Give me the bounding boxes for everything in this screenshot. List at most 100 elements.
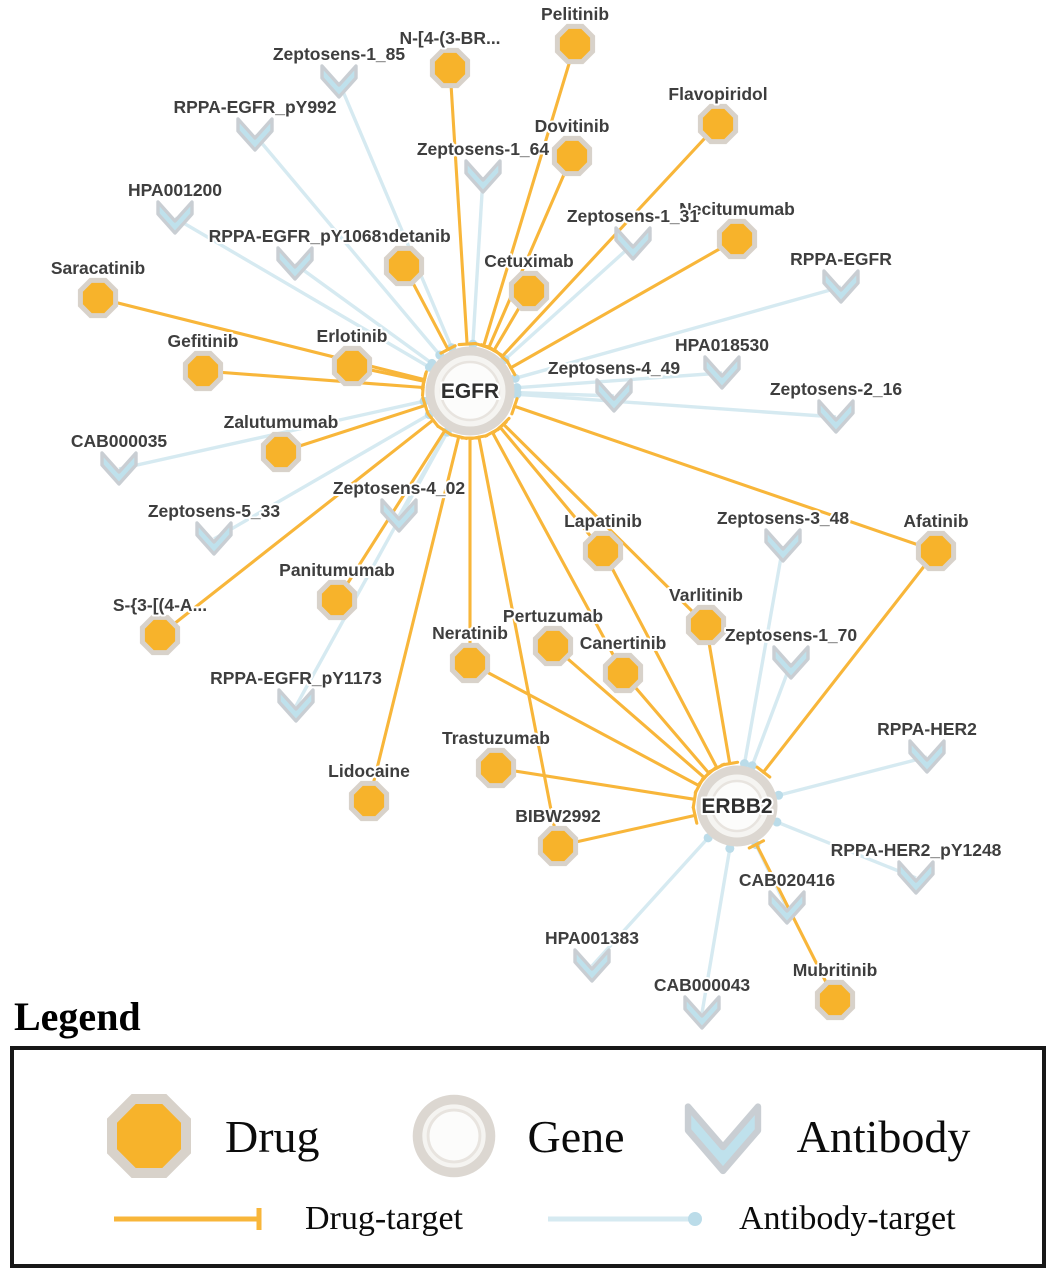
drug-node[interactable]	[554, 23, 596, 65]
antibody-node[interactable]	[897, 860, 935, 895]
antibody-node[interactable]	[277, 688, 315, 723]
drug-label: Vandetanib	[357, 226, 450, 246]
drug-node[interactable]	[814, 979, 856, 1021]
drug-label: Dovitinib	[535, 116, 610, 136]
drug-node[interactable]	[348, 780, 390, 822]
antibody-node[interactable]	[276, 246, 314, 281]
drug-target-edge	[601, 549, 719, 770]
antibody-node[interactable]	[464, 159, 502, 194]
drug-target-edge	[201, 369, 425, 390]
drug-node[interactable]	[697, 103, 739, 145]
antibody-node[interactable]	[195, 521, 233, 556]
antibody-target-edge	[253, 133, 442, 357]
drug-node[interactable]	[383, 245, 425, 287]
drug-edge-tee	[426, 412, 440, 428]
antibody-label: RPPA-HER2_pY1248	[831, 840, 1002, 860]
antibody-label: RPPA-EGFR_pY1068	[209, 226, 382, 246]
legend-antibody-label: Antibody	[796, 1110, 971, 1162]
drug-target-edge	[509, 237, 739, 370]
drug-target-edge	[500, 122, 720, 359]
drug-node[interactable]	[915, 530, 957, 572]
drug-edge-tee	[755, 765, 772, 779]
antibody-node[interactable]	[817, 399, 855, 434]
drug-target-edge	[754, 842, 837, 1002]
antibody-node[interactable]	[614, 226, 652, 261]
antibody-node[interactable]	[320, 64, 358, 99]
antibody-label: Zeptosens-1_85	[273, 44, 406, 64]
drug-node[interactable]	[508, 270, 550, 312]
drug-target-edge	[468, 661, 701, 788]
antibody-target-edge	[471, 176, 485, 345]
legend-gene-label: Gene	[527, 1110, 625, 1162]
antibody-node[interactable]	[764, 528, 802, 563]
drug-target-edge	[494, 766, 697, 801]
antibody-node[interactable]	[768, 890, 806, 925]
antibody-label: RPPA-EGFR	[790, 249, 892, 269]
antibody-node[interactable]	[100, 451, 138, 486]
antibody-node[interactable]	[595, 378, 633, 413]
drug-node[interactable]	[449, 642, 491, 684]
legend-title: Legend	[14, 994, 141, 1039]
drug-edge-tee	[439, 344, 457, 355]
drug-node[interactable]	[316, 579, 358, 621]
drug-edge-tee	[485, 344, 503, 357]
drug-target-edge	[498, 425, 605, 553]
drug-icon	[107, 1094, 191, 1178]
drug-edge-tee	[510, 397, 519, 416]
drug-target-edge	[367, 435, 461, 803]
drug-target-edge	[501, 422, 708, 627]
antibody-label: CAB000035	[71, 431, 168, 451]
antibody-label: Zeptosens-3_48	[717, 508, 850, 528]
antibody-node[interactable]	[908, 739, 946, 774]
drug-node[interactable]	[260, 431, 302, 473]
drug-target-edge	[551, 644, 707, 780]
antibody-target-edge	[516, 392, 837, 419]
drug-node[interactable]	[532, 625, 574, 667]
antibody-node[interactable]	[822, 269, 860, 304]
drug-node[interactable]	[551, 135, 593, 177]
drug-node[interactable]	[602, 652, 644, 694]
antibody-target-edge	[294, 262, 433, 365]
antibody-label: RPPA-HER2	[877, 719, 977, 739]
gene-node-inner	[439, 360, 501, 422]
drug-target-edge	[487, 154, 574, 350]
labels-layer: EGFRERBB2PelitinibN-[4-(3-BR...Flavopiri…	[49, 2, 1004, 997]
antibody-label: HPA018530	[675, 335, 769, 355]
drug-node[interactable]	[582, 530, 624, 572]
antibody-label: RPPA-EGFR_pY992	[173, 97, 336, 117]
drug-label: Gefitinib	[168, 331, 239, 351]
gene-label: EGFR	[441, 380, 499, 403]
antibody-node[interactable]	[683, 995, 721, 1030]
drug-node[interactable]	[182, 350, 224, 392]
antibody-label: Zeptosens-1_64	[417, 139, 550, 159]
drug-edge-tee	[505, 359, 517, 377]
drug-node[interactable]	[685, 604, 727, 646]
antibody-node[interactable]	[703, 355, 741, 390]
drug-node[interactable]	[716, 218, 758, 260]
drug-node[interactable]	[139, 614, 181, 656]
drug-label: Necitumumab	[679, 199, 795, 219]
legend-drug-label: Drug	[225, 1110, 320, 1162]
antibody-node[interactable]	[573, 948, 611, 983]
legend-item-gene: Gene	[406, 1088, 625, 1184]
antibody-label: HPA001383	[545, 928, 639, 948]
drug-node[interactable]	[77, 277, 119, 319]
drug-label: Pelitinib	[541, 4, 609, 24]
antibody-label: Zeptosens-2_16	[770, 379, 903, 399]
antibody-node[interactable]	[236, 117, 274, 152]
antibody-node[interactable]	[772, 645, 810, 680]
drug-node[interactable]	[429, 47, 471, 89]
drug-label: Panitumumab	[279, 560, 395, 580]
drug-node[interactable]	[331, 345, 373, 387]
gene-icon	[412, 1094, 495, 1178]
drug-label: Cetuximab	[484, 251, 573, 271]
drug-node[interactable]	[475, 747, 517, 789]
drug-label: Afatinib	[903, 511, 968, 531]
antibody-edge-dot	[512, 389, 522, 399]
drug-node[interactable]	[537, 825, 579, 867]
drug-label: Lidocaine	[328, 761, 410, 781]
antibody-node[interactable]	[156, 200, 194, 235]
antibody-node[interactable]	[380, 498, 418, 533]
legend-antibody-target-label: Antibody-target	[738, 1200, 956, 1237]
